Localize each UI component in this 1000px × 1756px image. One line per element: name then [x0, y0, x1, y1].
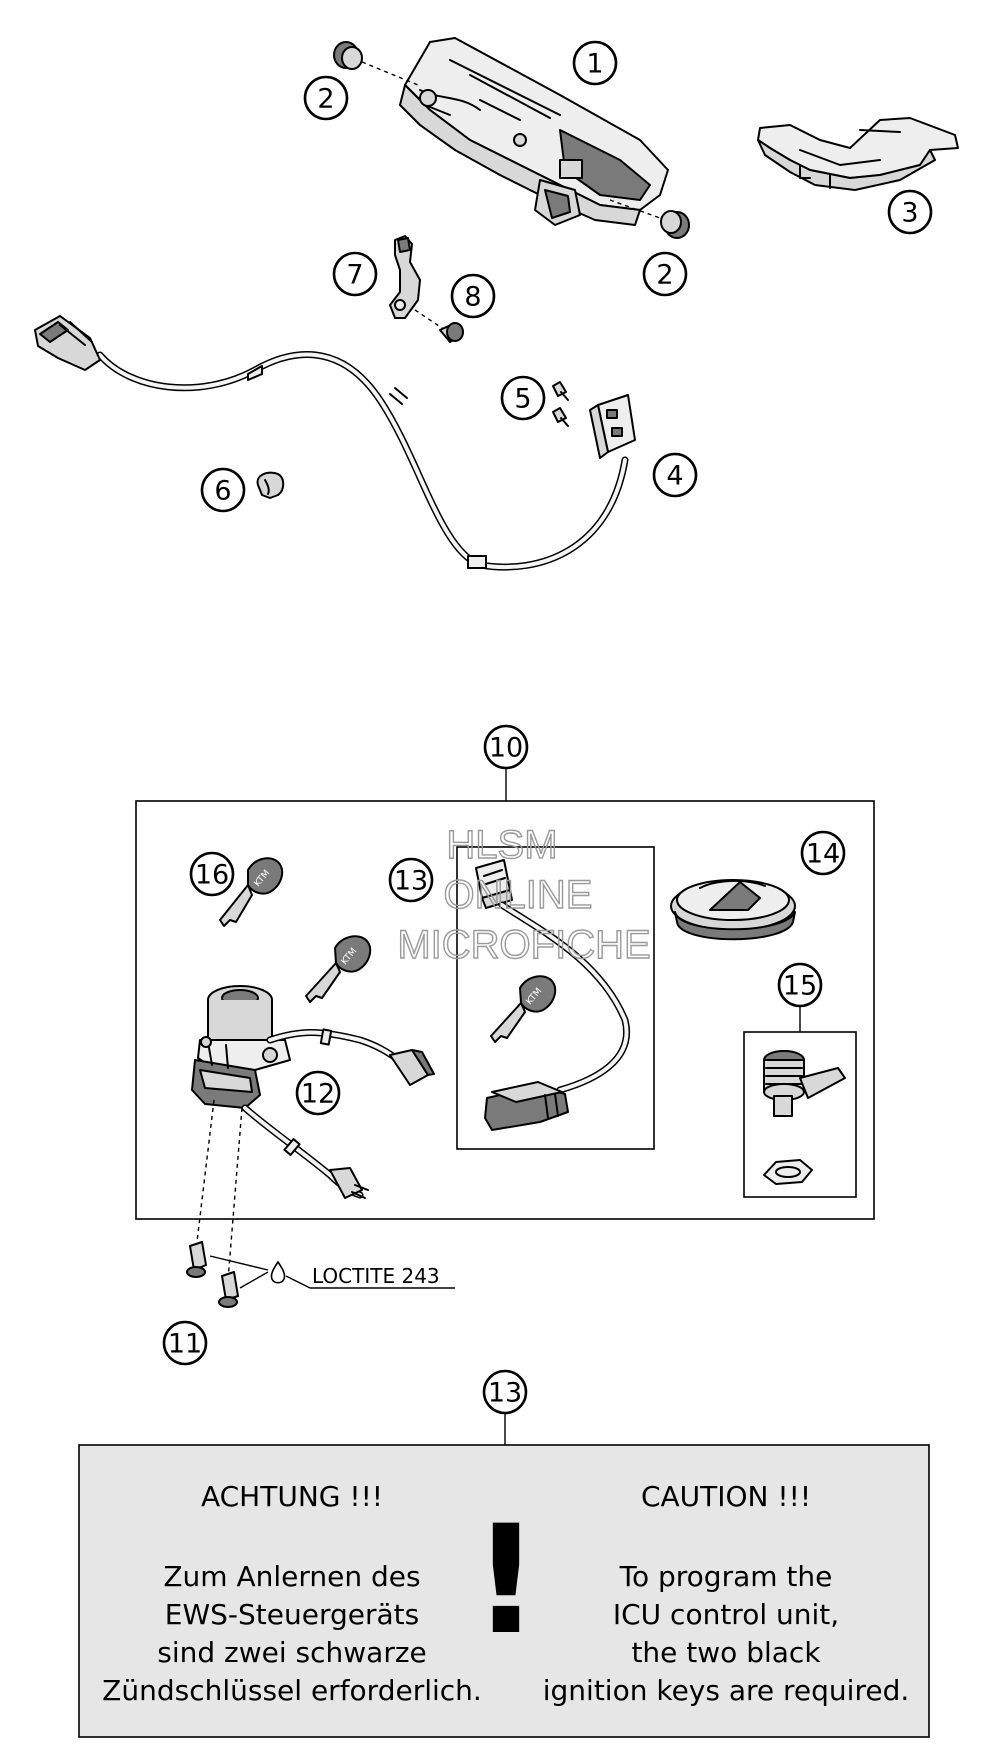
callout-13-lockset-text: 13: [394, 866, 428, 897]
instrument-bracket-part: [757, 117, 959, 191]
callout-16-text: 16: [195, 860, 229, 891]
ignition-key-part: KTM: [305, 935, 372, 1003]
immobilizer-kit-frame: [456, 846, 655, 1150]
callout-7-text: 7: [346, 260, 363, 291]
watermark-line-1: HLSM: [446, 823, 557, 867]
callout-12-text: 12: [301, 1079, 335, 1110]
warning-english-line-2: ICU control unit,: [613, 1598, 839, 1631]
warning-exclamation-icon: !: [472, 1494, 540, 1668]
screw-part-8: [414, 309, 464, 343]
callout-12: 12: [295, 1070, 341, 1116]
callout-14: 14: [800, 830, 846, 876]
warning-german-line-3: sind zwei schwarze: [157, 1636, 427, 1669]
grommet-part-bottom: [609, 199, 690, 239]
warning-box-background: [78, 1444, 930, 1738]
callout-2-bottom: 2: [642, 251, 688, 297]
callout-2-top-text: 2: [317, 84, 334, 115]
lock-screws-part: [186, 1099, 269, 1308]
seat-lock-part: [763, 1050, 846, 1185]
callout-11: 11: [162, 1320, 208, 1366]
watermark-line-3: MICROFICHE: [397, 923, 650, 967]
warning-german-line-2: EWS-Steuergeräts: [165, 1598, 419, 1631]
loctite-label: LOCTITE 243: [312, 1264, 440, 1288]
warning-english-line-4: ignition keys are required.: [543, 1674, 910, 1707]
cable-clip-part: [256, 471, 285, 499]
callout-5-text: 5: [514, 384, 531, 415]
wiring-harness-top: [34, 315, 629, 571]
watermark: HLSM ONLINE MICROFICHE: [397, 822, 652, 967]
warning-german-title: ACHTUNG !!!: [201, 1480, 383, 1513]
immobilizer-module-part: [475, 859, 630, 1131]
watermark-line-2: ONLINE: [444, 873, 593, 917]
callout-3-text: 3: [901, 198, 918, 229]
callout-13-warning: 13: [482, 1369, 528, 1415]
warning-english-title: CAUTION !!!: [641, 1480, 811, 1513]
fuel-cap-part: [670, 879, 796, 941]
ignition-lock-cables: [241, 1028, 435, 1199]
callout-10-text: 10: [489, 733, 523, 764]
warning-english-line-3: the two black: [631, 1636, 821, 1669]
callout-5: 5: [500, 375, 546, 421]
callout-6: 6: [200, 467, 246, 513]
callout-7: 7: [332, 251, 378, 297]
callout-6-text: 6: [214, 476, 231, 507]
lock-set-frame: [135, 800, 875, 1220]
callout-2-top: 2: [303, 75, 349, 121]
immobilizer-key-part: KTM: [490, 975, 557, 1043]
callout-8-text: 8: [464, 282, 481, 313]
connector-block-part: [589, 394, 636, 459]
black-key-part-16: KTM: [219, 857, 284, 927]
callout-14-text: 14: [806, 839, 840, 870]
callout-13-lockset: 13: [388, 857, 434, 903]
callout-15: 15: [777, 962, 823, 1008]
callout-13-warning-text: 13: [488, 1378, 522, 1409]
warning-box: ACHTUNG !!! Zum Anlernen des EWS-Steuerg…: [78, 1444, 930, 1738]
ignition-lock-part: [191, 985, 291, 1109]
callout-3: 3: [887, 189, 933, 235]
callout-11-text: 11: [168, 1329, 202, 1360]
callout-16: 16: [189, 851, 235, 897]
clamp-bracket-part: [389, 235, 421, 319]
callout-1-text: 1: [586, 49, 603, 80]
callout-8: 8: [450, 273, 496, 319]
callout-4: 4: [652, 452, 698, 498]
callout-2-bottom-text: 2: [656, 260, 673, 291]
callout-15-text: 15: [783, 971, 817, 1002]
callout-1: 1: [572, 40, 618, 86]
instrument-cluster-part: [399, 37, 669, 226]
grommet-part-top: [333, 41, 419, 86]
callout-10: 10: [483, 724, 529, 770]
screws-part-5: [552, 381, 569, 427]
warning-german-line-4: Zündschlüssel erforderlich.: [102, 1674, 482, 1707]
loctite-annotation: LOCTITE 243: [270, 1260, 455, 1289]
warning-english-line-1: To program the: [619, 1560, 833, 1593]
callout-4-text: 4: [666, 461, 683, 492]
warning-german-line-1: Zum Anlernen des: [163, 1560, 420, 1593]
